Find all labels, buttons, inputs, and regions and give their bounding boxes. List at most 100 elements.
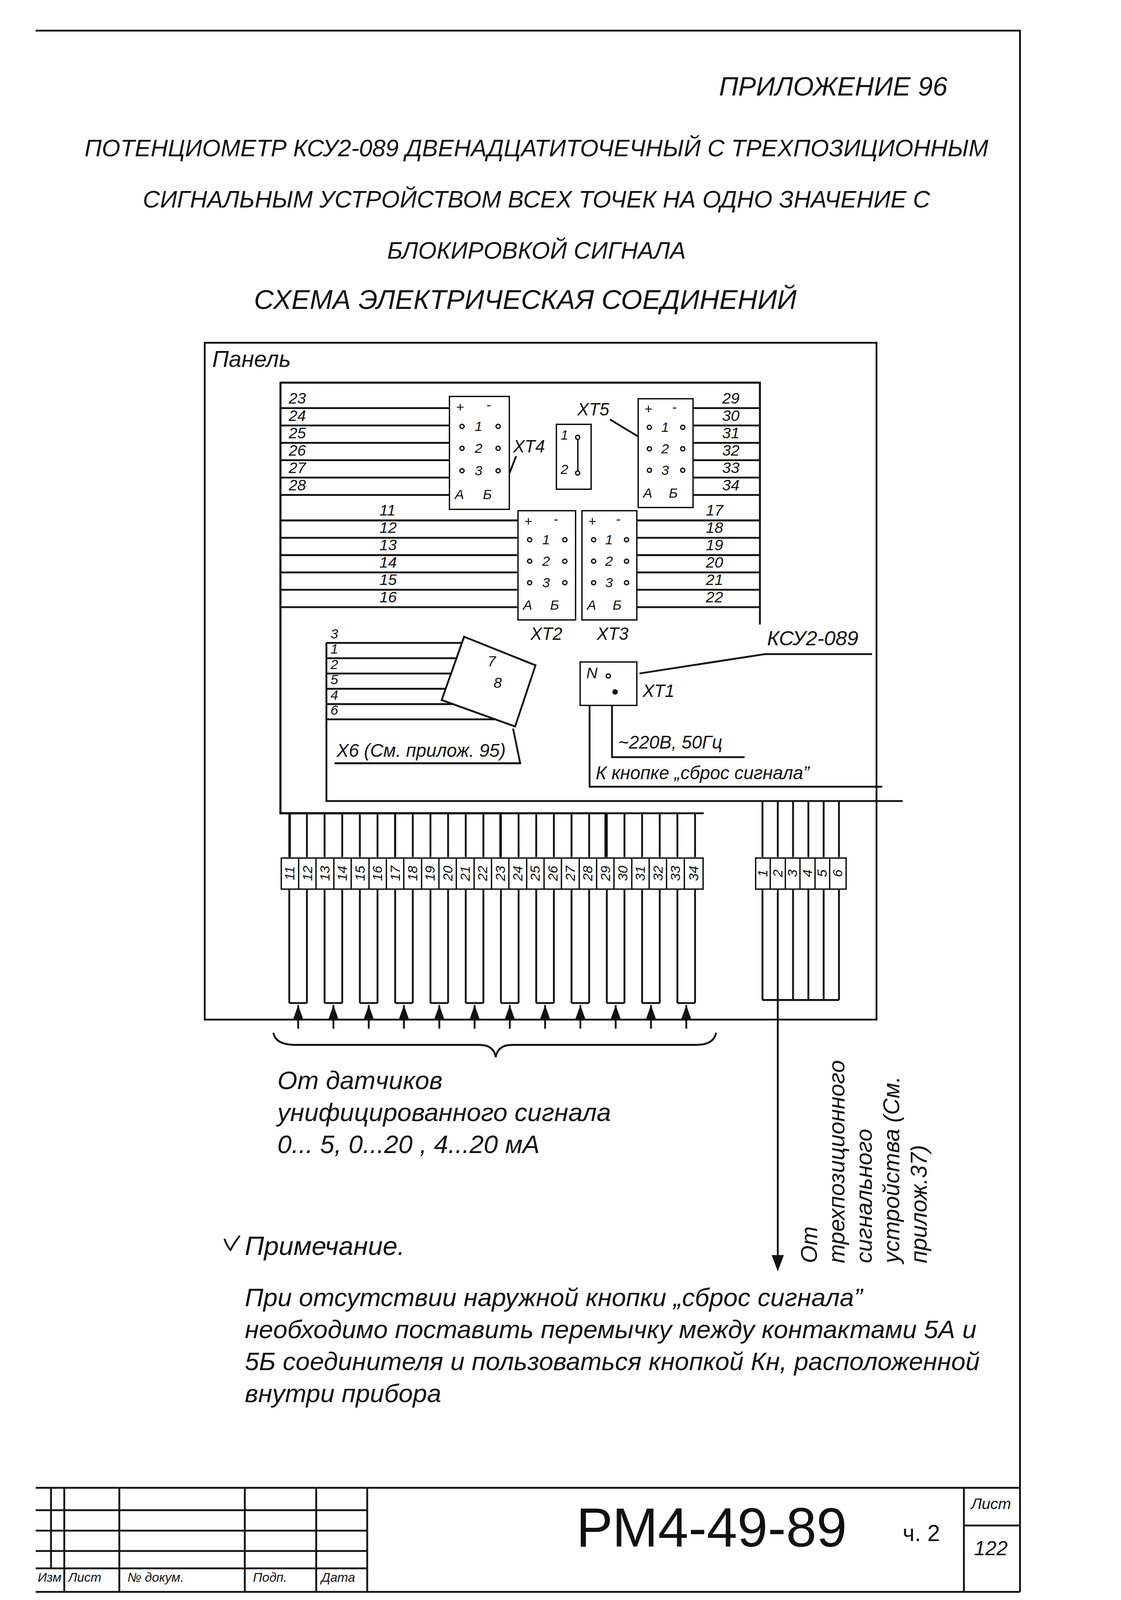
wire — [289, 889, 696, 1004]
wire-number: 19 — [706, 536, 724, 554]
arrow-shaft — [297, 1004, 686, 1029]
terminal-mark: 3 — [661, 462, 670, 479]
part-number: ч. 2 — [902, 1520, 941, 1547]
terminal-number: 4 — [800, 869, 815, 878]
wire-number: 3 — [330, 626, 339, 643]
terminal-mark: А — [522, 597, 532, 614]
leader-line — [334, 728, 521, 764]
terminal-cell: 27 — [562, 858, 580, 889]
wire-bundle — [280, 520, 518, 858]
terminal-number: 18 — [405, 865, 420, 882]
title-block — [35, 1487, 1021, 1592]
terminal-mark: Б — [483, 486, 493, 503]
sheet-frame — [35, 30, 1021, 1592]
cable-harness — [280, 382, 760, 813]
terminal-number: 23 — [493, 865, 508, 882]
terminal-number: 11 — [282, 866, 297, 881]
pin-number: 7 — [487, 653, 496, 670]
terminal-cell: 22 — [474, 858, 493, 889]
wire-number: 1 — [330, 641, 339, 658]
terminal-cell: 15 — [351, 858, 370, 889]
terminal-number: 3 — [785, 869, 800, 878]
drawing-title: ПОТЕНЦИОМЕТР КСУ2-089 ДВЕНАДЦАТИТОЧЕЧНЫЙ… — [61, 122, 1012, 277]
wire-number: 21 — [706, 570, 724, 589]
terminal-contact — [562, 536, 568, 543]
terminal-cell: 2 — [770, 858, 786, 889]
terminal-contact — [612, 689, 618, 695]
terminal-designation: ХТ5 — [577, 399, 610, 420]
terminal-mark: - — [553, 511, 558, 528]
terminal-number: 17 — [388, 865, 403, 882]
terminal-block: +-123АБ — [581, 510, 638, 621]
terminal-cell: 32 — [649, 858, 668, 889]
terminal-mark: А — [587, 597, 597, 614]
terminal-number: 13 — [318, 865, 332, 882]
wire — [589, 706, 883, 787]
terminal-contact — [646, 467, 653, 473]
terminal-cell: 12 — [299, 858, 317, 889]
terminal-contact — [459, 423, 465, 430]
wire — [280, 520, 518, 608]
wire-number: 23 — [288, 389, 307, 408]
terminal-mark: 3 — [605, 574, 613, 591]
stamp-header: Изм — [37, 1570, 62, 1585]
stamp-header: № докум. — [127, 1570, 184, 1585]
terminal-number: 5 — [815, 869, 829, 878]
terminal-mark: - — [671, 399, 677, 416]
button-label: К кнопке „сброс сигнала” — [595, 762, 810, 784]
terminal-cell: 11 — [281, 858, 300, 889]
terminal-mark: 2 — [560, 461, 569, 478]
sheet-number: 122 — [974, 1536, 1008, 1561]
terminal-block: +-123АБ — [637, 398, 694, 509]
wire — [289, 1002, 696, 1005]
terminal-number: 29 — [598, 865, 613, 882]
wire-number: 32 — [722, 441, 740, 460]
wire-number: 22 — [706, 588, 724, 606]
terminal-contact — [646, 446, 653, 452]
terminal-number: 2 — [770, 869, 785, 878]
wire-number: 18 — [706, 518, 724, 537]
terminal-mark: Б — [668, 485, 678, 502]
terminal-contact — [605, 673, 611, 679]
connector-callout: Х6 (См. прилож. 95) — [336, 739, 506, 761]
terminal-number: 33 — [668, 865, 683, 882]
terminal-mark: 1 — [560, 427, 569, 444]
wire-bundle — [280, 382, 760, 857]
terminal-mark: 2 — [474, 440, 483, 457]
terminal-block: +-123АБ — [448, 395, 511, 511]
terminal-mark: + — [588, 513, 597, 530]
terminal-cell: 4 — [800, 858, 816, 889]
terminal-number: 14 — [335, 865, 350, 882]
panel-outline: Панель+-123АБ12+-123АБ+-123АБ+-123АБN111… — [203, 341, 877, 1021]
power-label: ~220В, 50Гц — [618, 731, 723, 753]
note-heading: Примечание. — [244, 1230, 405, 1262]
drawing-subtitle: СХЕМА ЭЛЕКТРИЧЕСКАЯ СОЕДИНЕНИЙ — [254, 283, 797, 316]
terminal-contact — [590, 579, 597, 586]
terminal-number: 19 — [423, 865, 437, 882]
terminal-cell: 29 — [597, 858, 615, 889]
terminal-cell: 13 — [316, 858, 335, 889]
terminal-mark: А — [454, 486, 464, 503]
jumper-line — [577, 437, 579, 473]
terminal-number: 20 — [440, 865, 455, 882]
wire-number: 33 — [722, 458, 740, 477]
wire-number: 12 — [379, 518, 397, 537]
terminal-mark: + — [524, 513, 533, 530]
wire-number: 29 — [722, 389, 740, 408]
terminal-number: 28 — [580, 865, 595, 882]
terminal-number: 22 — [475, 865, 490, 882]
check-mark — [224, 1235, 240, 1250]
pin-number: 8 — [493, 674, 502, 692]
signal-source-label: От датчиков унифицированного сигнала 0..… — [277, 1064, 630, 1161]
terminal-contact — [526, 579, 533, 586]
terminal-contact — [623, 536, 630, 543]
terminal-mark: - — [486, 397, 491, 414]
note-text: При отсутствии наружной кнопки „сброс си… — [244, 1281, 1010, 1410]
terminal-cell: 5 — [815, 858, 831, 889]
terminal-number: 26 — [546, 865, 560, 882]
sheet-header: Лист — [971, 1494, 1012, 1513]
wire-number: 15 — [379, 570, 397, 589]
brace — [273, 1032, 717, 1058]
terminal-number: 6 — [830, 869, 845, 878]
terminal-mark: 2 — [661, 440, 670, 457]
